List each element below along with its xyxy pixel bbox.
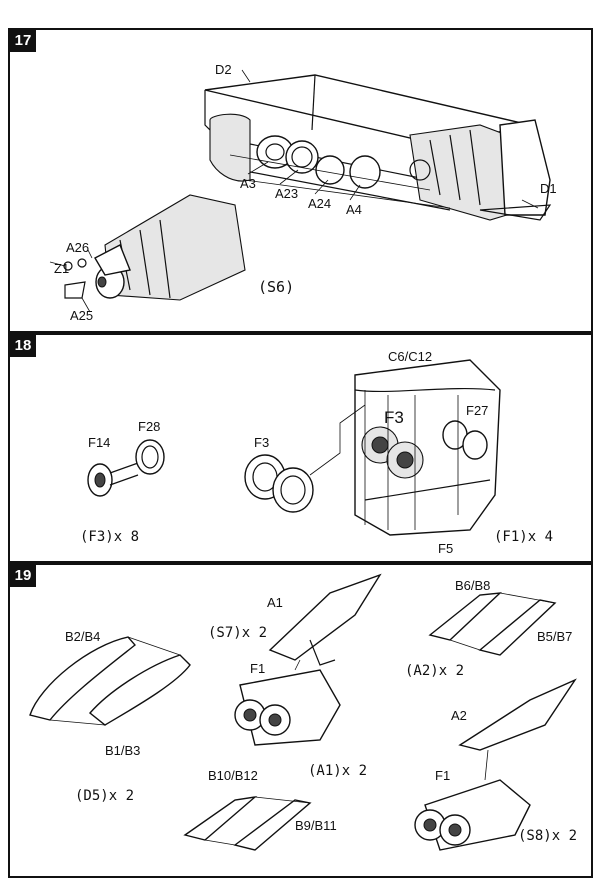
label-f28: F28 <box>138 419 160 434</box>
label-a25: A25 <box>70 308 93 323</box>
quantity-d5: (D5)x 2 <box>75 788 134 804</box>
panel-a2 <box>428 592 557 656</box>
engine-nacelle-f1 <box>354 359 501 536</box>
quantity-f1: (F1)x 4 <box>494 529 553 545</box>
panel-a1 <box>183 795 312 851</box>
nacelle-s7 <box>234 659 341 746</box>
caption-s6: (S6) <box>258 278 294 296</box>
label-d1: D1 <box>540 181 557 196</box>
label-c6-c12: C6/C12 <box>388 349 432 364</box>
step-17-panel: 17 <box>8 28 593 333</box>
label-a3: A3 <box>240 176 256 191</box>
pylon-a1 <box>268 573 382 666</box>
label-f1-bottom: F1 <box>435 768 450 783</box>
step-number: 18 <box>10 335 36 357</box>
step-19-panel: 19 <box>8 563 593 878</box>
quantity-a1: (A1)x 2 <box>308 763 367 779</box>
step-18-panel: 18 C6/C12 F3 <box>8 333 593 563</box>
nacelle-s8 <box>414 749 531 851</box>
quantity-f3: (F3)x 8 <box>80 529 139 545</box>
label-a23: A23 <box>275 186 298 201</box>
exhaust-subassembly <box>87 439 165 497</box>
label-b6-b8: B6/B8 <box>455 578 490 593</box>
label-b10-b12: B10/B12 <box>208 768 258 783</box>
label-a24: A24 <box>308 196 331 211</box>
label-a26: A26 <box>66 240 89 255</box>
pylon-s8 <box>458 678 577 751</box>
label-z1: Z1 <box>54 261 69 276</box>
wing-nacelle-assembly <box>204 69 552 221</box>
label-f5: F5 <box>438 541 453 556</box>
engine-nacelle-lower <box>49 194 246 313</box>
label-a4: A4 <box>346 202 362 217</box>
label-b2-b4: B2/B4 <box>65 629 100 644</box>
step-number: 19 <box>10 565 36 587</box>
quantity-s7: (S7)x 2 <box>208 625 267 641</box>
label-b9-b11: B9/B11 <box>295 818 337 833</box>
label-f3-large: F3 <box>384 408 404 427</box>
step-number: 17 <box>10 30 36 52</box>
label-f14: F14 <box>88 435 110 450</box>
label-d2: D2 <box>215 62 232 77</box>
quantity-s8: (S8)x 2 <box>518 828 577 844</box>
intake-f3 <box>244 404 366 513</box>
fairing-d5 <box>29 636 191 726</box>
step-17-diagram: D2 D1 A3 A23 A24 A4 A26 Z1 A25 (S6) <box>49 62 557 323</box>
label-a1: A1 <box>267 595 283 610</box>
label-b1-b3: B1/B3 <box>105 743 140 758</box>
quantity-a2: (A2)x 2 <box>405 663 464 679</box>
label-b5-b7: B5/B7 <box>537 629 572 644</box>
label-f3: F3 <box>254 435 269 450</box>
step-19-diagram: A1 B6/B8 B5/B7 B2/B4 F1 B1/B3 A2 B10/B12… <box>29 573 577 851</box>
label-a2: A2 <box>451 708 467 723</box>
step-18-diagram: C6/C12 F3 F27 F28 F14 F3 F5 (F3)x 8 (F1)… <box>80 349 553 556</box>
label-f1-top: F1 <box>250 661 265 676</box>
label-f27: F27 <box>466 403 488 418</box>
